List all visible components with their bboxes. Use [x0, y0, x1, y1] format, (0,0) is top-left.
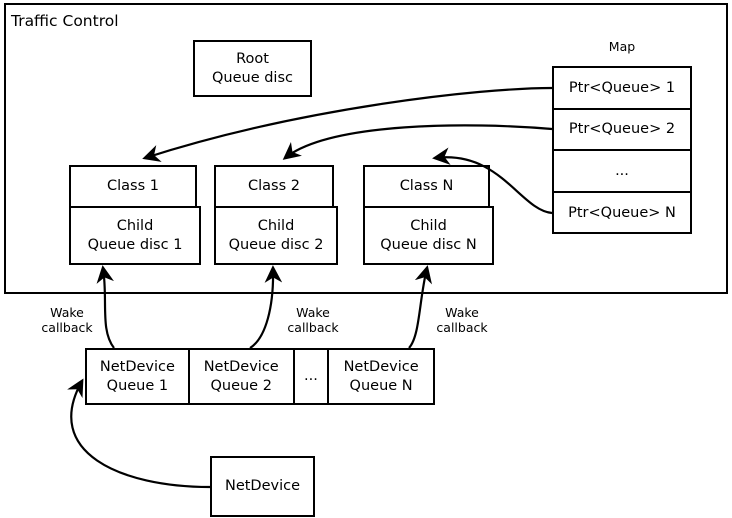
netdevice-queue-2[interactable]: NetDevice Queue 2 — [190, 350, 295, 403]
wake-callback-label-1: Wake callback — [41, 305, 93, 336]
map-row-ptr-1[interactable]: Ptr<Queue> 1 — [554, 68, 690, 110]
class-2-child-qdisc[interactable]: Child Queue disc 2 — [214, 206, 338, 265]
class-n-child-qdisc[interactable]: Child Queue disc N — [363, 206, 494, 265]
netdevice-queue-n[interactable]: NetDevice Queue N — [343, 358, 419, 394]
netdevice-queue-1[interactable]: NetDevice Queue 1 — [87, 350, 190, 403]
netdevice-box[interactable]: NetDevice — [210, 456, 315, 517]
map-table: Ptr<Queue> 1 Ptr<Queue> 2 ... Ptr<Queue>… — [552, 66, 692, 234]
map-row-ellipsis: ... — [554, 151, 690, 193]
class-2-header[interactable]: Class 2 — [214, 165, 334, 208]
class-1-header[interactable]: Class 1 — [69, 165, 197, 208]
root-queue-disc-box[interactable]: Root Queue disc — [193, 40, 312, 97]
class-n-header[interactable]: Class N — [363, 165, 490, 208]
wake-callback-label-2: Wake callback — [287, 305, 339, 336]
netdevice-queue-ellipsis: ... — [295, 350, 330, 403]
map-row-ptr-2[interactable]: Ptr<Queue> 2 — [554, 110, 690, 151]
traffic-control-title: Traffic Control — [11, 12, 119, 30]
class-1-child-qdisc[interactable]: Child Queue disc 1 — [69, 206, 201, 265]
netdevice-queue-strip: NetDevice Queue 1 NetDevice Queue 2 ... … — [85, 348, 435, 405]
map-row-ptr-n[interactable]: Ptr<Queue> N — [568, 205, 676, 222]
wake-callback-label-3: Wake callback — [436, 305, 488, 336]
map-caption: Map — [608, 39, 636, 54]
